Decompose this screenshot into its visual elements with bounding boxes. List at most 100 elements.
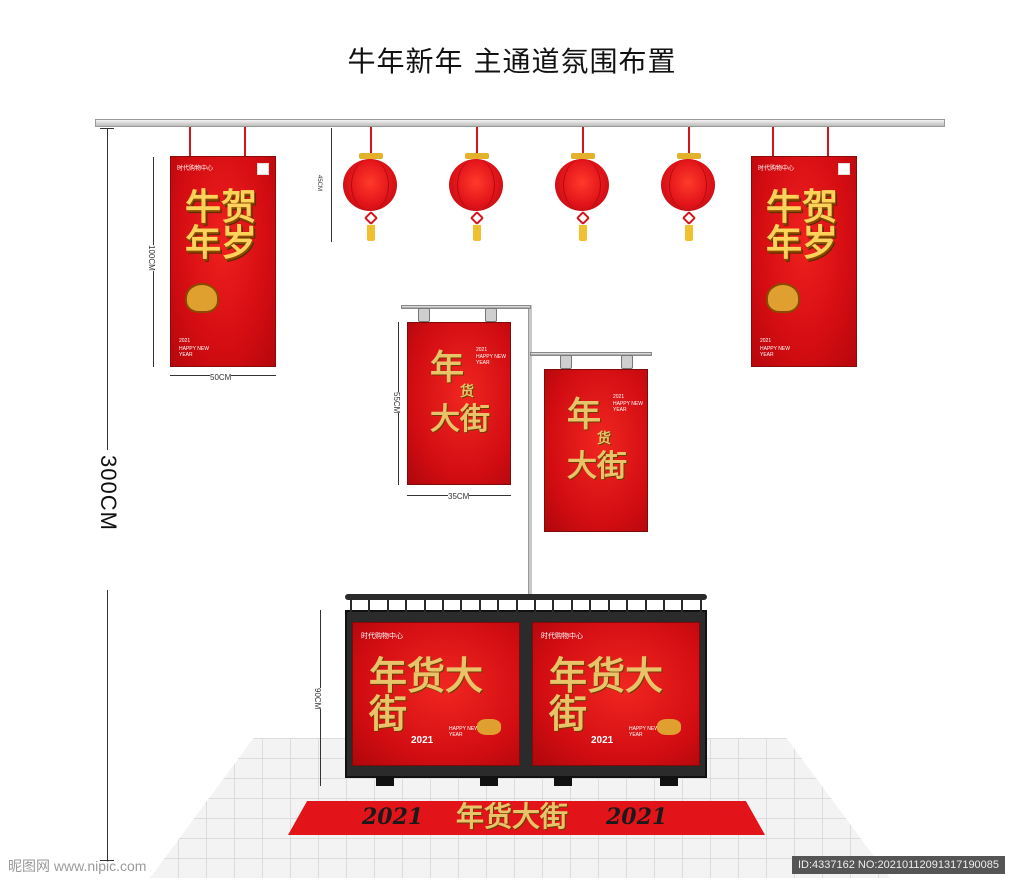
watermark-id: ID:4337162 NO:20210112091317190085 <box>792 856 1006 874</box>
counter-foot <box>554 778 572 786</box>
banner-string-right-b <box>827 127 829 157</box>
lantern-height-label: 45CM <box>316 175 322 192</box>
chinese-knot-icon <box>681 210 697 226</box>
hanging-banner-left: 时代购物中心 牛贺年岁 2021 HAPPY NEW YEAR <box>170 156 276 367</box>
counter-en: HAPPY NEW YEAR <box>629 726 659 738</box>
railing-bar <box>607 598 610 612</box>
counter-headline: 年货大街 <box>549 653 664 736</box>
total-height-tick-bottom <box>100 860 114 861</box>
qr-code-icon <box>257 163 269 175</box>
poster-en: HAPPY NEW YEAR <box>476 354 506 366</box>
ox-mascot-icon <box>657 719 681 735</box>
pole-arm-right <box>530 352 652 356</box>
total-height-label: 300CM <box>96 455 121 531</box>
poster-headline-top: 年 <box>567 395 601 435</box>
counter-panel-right: 时代购物中心 年货大街 2021 HAPPY NEW YEAR <box>532 622 700 766</box>
poster-clip <box>560 355 572 369</box>
chinese-knot-icon <box>575 210 591 226</box>
poster-headline-bottom: 大街 <box>430 402 490 437</box>
lantern-cap <box>571 153 595 159</box>
poster-headline-mid: 货 <box>597 431 611 447</box>
ox-mascot-icon <box>766 283 800 313</box>
poster-clip <box>485 308 497 322</box>
watermark-site: 昵图网 www.nipic.com <box>8 858 147 874</box>
lantern-string <box>476 127 478 153</box>
counter-year: 2021 <box>591 735 614 746</box>
poster-width-label: 35CM <box>448 492 470 501</box>
banner-height-label: 100CM <box>147 245 156 271</box>
railing-bar <box>552 598 555 612</box>
railing-bar <box>405 598 408 612</box>
railing-bar <box>350 598 352 612</box>
poster-left: 2021 HAPPY NEW YEAR 年 货 大街 <box>407 322 511 485</box>
railing-bar <box>534 598 537 612</box>
railing-bar <box>368 598 371 612</box>
chinese-knot-icon <box>469 210 485 226</box>
lantern-cap <box>359 153 383 159</box>
lantern-icon <box>555 159 609 211</box>
counter-en: HAPPY NEW YEAR <box>449 726 479 738</box>
railing-bar <box>662 598 665 612</box>
banner-string-left-b <box>244 127 246 157</box>
qr-code-icon <box>838 163 850 175</box>
counter-headline: 年货大街 <box>369 653 484 736</box>
poster-clip <box>418 308 430 322</box>
poster-headline-top: 年 <box>430 348 464 388</box>
tassel-icon <box>685 225 693 241</box>
lantern-3 <box>555 127 611 241</box>
counter-foot <box>480 778 498 786</box>
ceiling-rail <box>95 119 945 127</box>
tassel-icon <box>473 225 481 241</box>
railing-bar <box>386 598 389 612</box>
lantern-1 <box>343 127 399 241</box>
poster-height-label: 55CM <box>392 392 401 414</box>
banner-year: 2021 <box>179 338 191 344</box>
lantern-icon <box>449 159 503 211</box>
banner-string-right-a <box>772 127 774 157</box>
counter-foot <box>376 778 394 786</box>
lantern-string <box>688 127 690 153</box>
banner-brand: 时代购物中心 <box>177 166 214 172</box>
railing-bar <box>460 598 463 612</box>
counter-bars <box>350 598 702 612</box>
railing-bar <box>589 598 592 612</box>
counter-brand: 时代购物中心 <box>541 633 583 640</box>
poster-en: HAPPY NEW YEAR <box>613 401 643 413</box>
mat-year-left: 2021 <box>362 804 424 830</box>
counter-foot <box>660 778 678 786</box>
lantern-cap <box>465 153 489 159</box>
counter-railing <box>345 594 707 600</box>
total-height-tick-top <box>100 128 114 129</box>
lantern-4 <box>661 127 717 241</box>
poster-year: 2021 <box>613 394 625 400</box>
lantern-height-line <box>331 128 332 242</box>
railing-bar <box>497 598 500 612</box>
floor-mat: 2021 年货大街 2021 <box>288 801 765 835</box>
counter-year: 2021 <box>411 735 434 746</box>
banner-headline: 牛贺年岁 <box>184 186 257 264</box>
ox-mascot-icon <box>477 719 501 735</box>
poster-year: 2021 <box>476 347 488 353</box>
lantern-icon <box>343 159 397 211</box>
poster-clip <box>621 355 633 369</box>
total-height-line-bottom <box>107 590 108 860</box>
railing-bar <box>442 598 445 612</box>
poster-headline-mid: 货 <box>460 384 474 400</box>
ox-mascot-icon <box>185 283 219 313</box>
railing-bar <box>681 598 684 612</box>
railing-bar <box>644 598 647 612</box>
mat-year-right: 2021 <box>606 804 668 830</box>
chinese-knot-icon <box>363 210 379 226</box>
railing-bar <box>478 598 481 612</box>
tassel-icon <box>367 225 375 241</box>
pole-arm-left <box>401 305 531 309</box>
counter-brand: 时代购物中心 <box>361 633 403 640</box>
banner-string-left-a <box>189 127 191 157</box>
total-height-line-top <box>107 128 108 450</box>
page-title: 牛年新年 主通道氛围布置 <box>347 45 677 78</box>
lantern-cap <box>677 153 701 159</box>
railing-bar <box>626 598 629 612</box>
lantern-string <box>370 127 372 153</box>
banner-en: HAPPY NEW YEAR <box>179 346 209 358</box>
poster-right: 2021 HAPPY NEW YEAR 年 货 大街 <box>544 369 648 532</box>
